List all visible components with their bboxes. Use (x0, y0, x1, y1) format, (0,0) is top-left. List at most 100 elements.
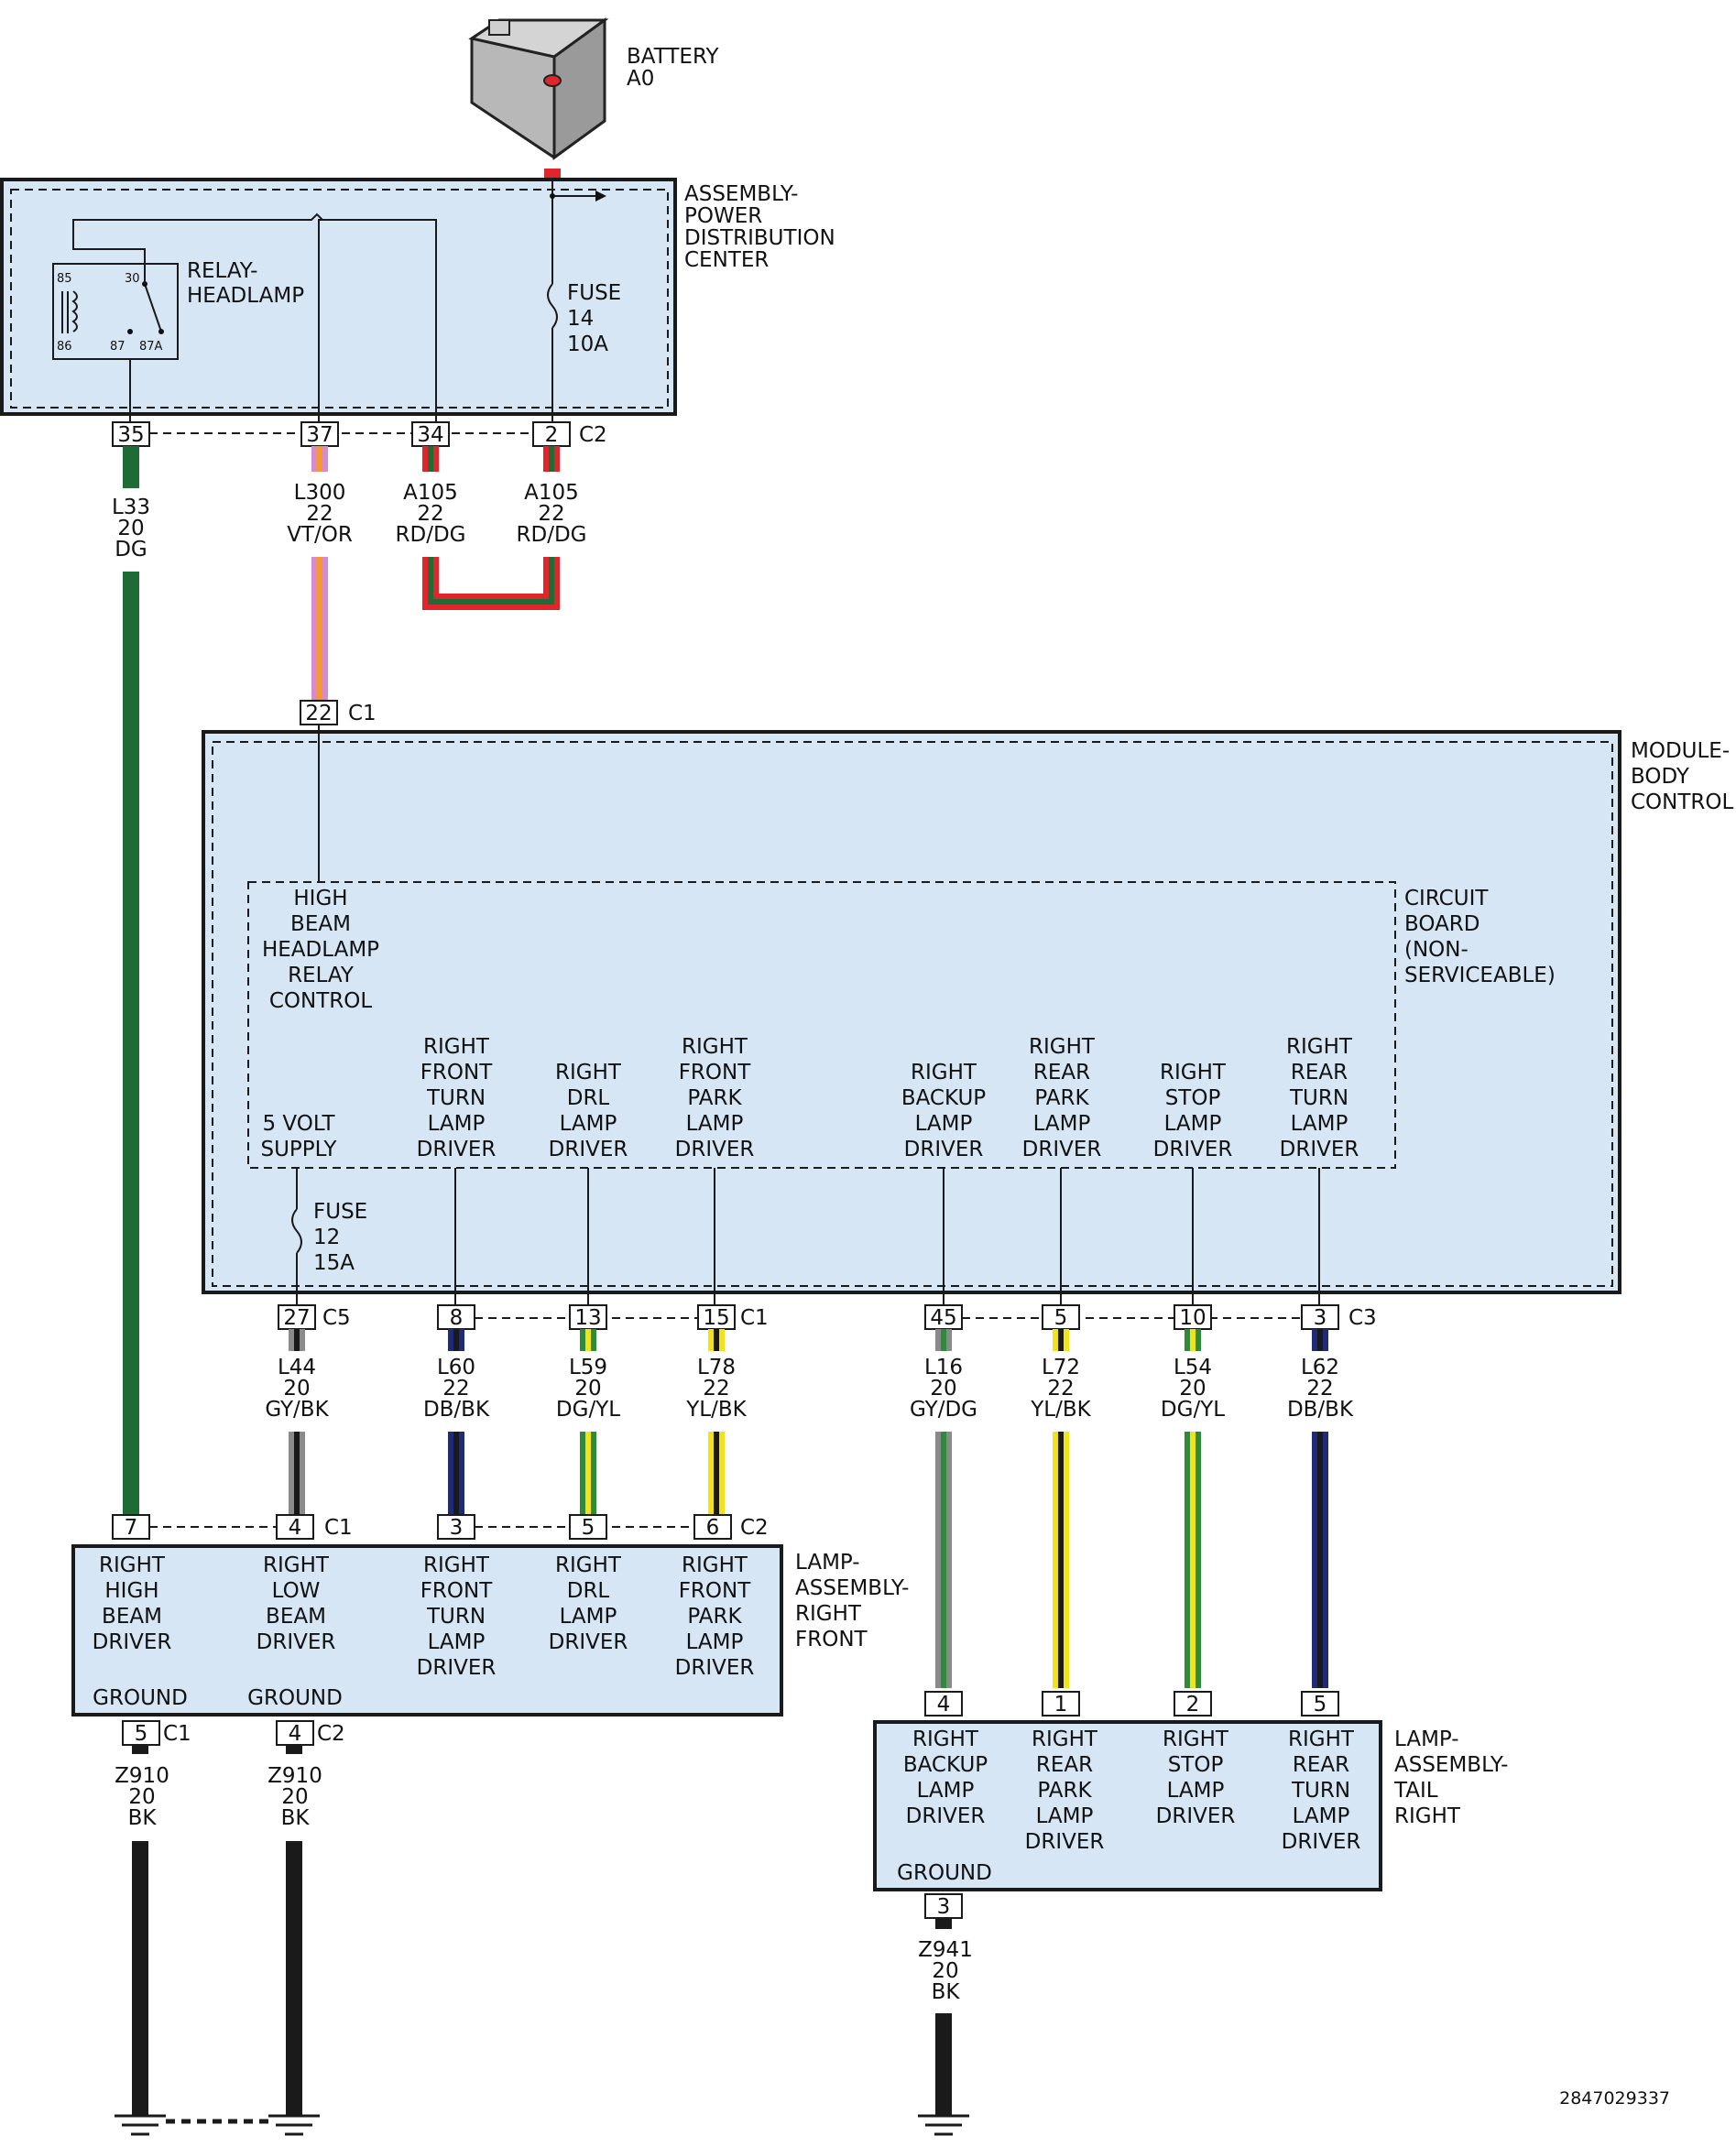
wire-l54-stub (1185, 1329, 1201, 1351)
wire-l78-gauge: 22 (703, 1377, 729, 1400)
wire-l59-circuit: L59 (569, 1356, 607, 1379)
svg-text:RIGHT: RIGHT (912, 1727, 979, 1751)
svg-text:RIGHT: RIGHT (1163, 1727, 1229, 1751)
wire-l59 (580, 1432, 596, 1521)
wire-z910-circuit: Z910 (115, 1764, 169, 1788)
svg-text:DRIVER: DRIVER (675, 1656, 755, 1680)
wire-l59-stub (580, 1329, 596, 1351)
wire-l62-color: DB/BK (1287, 1398, 1354, 1422)
front-label-turn: RIGHT FRONT TURN LAMP DRIVER (417, 1553, 497, 1680)
svg-text:DRIVER: DRIVER (93, 1630, 172, 1654)
svg-text:LAMP: LAMP (428, 1630, 486, 1654)
bcm-connector-c5: C5 (322, 1306, 351, 1330)
front-connector-c1: C1 (324, 1516, 353, 1540)
ground-icon (918, 2114, 969, 2136)
svg-text:6: 6 (706, 1516, 720, 1540)
svg-text:LAMP: LAMP (917, 1779, 975, 1803)
bcm-pin-5: 5 (1042, 1304, 1080, 1330)
svg-text:3: 3 (937, 1895, 951, 1919)
svg-text:STOP: STOP (1165, 1086, 1221, 1110)
svg-text:22: 22 (305, 702, 332, 725)
svg-text:REAR: REAR (1033, 1061, 1090, 1084)
front-lamp-name-2: ASSEMBLY- (795, 1576, 909, 1600)
driver-front-park: RIGHT FRONT PARK LAMP DRIVER (675, 1035, 755, 1161)
front-label-low-beam: RIGHT LOW BEAM DRIVER (257, 1553, 336, 1654)
wire-l54-gauge: 20 (1179, 1377, 1206, 1400)
wire-z910-gauge: 20 (128, 1785, 155, 1809)
wire-l300-circuit: L300 (294, 481, 346, 505)
svg-text:PARK: PARK (1037, 1779, 1092, 1803)
wire-l59-gauge: 20 (574, 1377, 601, 1400)
svg-text:2: 2 (545, 423, 559, 447)
driver-drl: RIGHT DRL LAMP DRIVER (549, 1061, 628, 1161)
svg-text:DRIVER: DRIVER (1025, 1830, 1105, 1854)
wire-l44 (289, 1432, 305, 1521)
tail-pin-1: 1 (1042, 1691, 1080, 1717)
front-ground-label-1: GROUND (93, 1686, 188, 1710)
wire-l59-color: DG/YL (556, 1398, 620, 1422)
wire-l16-stub (935, 1329, 952, 1351)
front-ground-label-2: GROUND (247, 1686, 343, 1710)
wire-l72-stub (1053, 1329, 1069, 1351)
svg-text:RIGHT: RIGHT (1288, 1727, 1355, 1751)
tail-lamp-name-2: ASSEMBLY- (1394, 1753, 1508, 1777)
wire-l300 (311, 557, 328, 703)
pdc-name-2: POWER (684, 204, 762, 228)
wire-z941-circuit: Z941 (918, 1938, 973, 1962)
svg-text:BACKUP: BACKUP (903, 1753, 988, 1777)
svg-text:RIGHT: RIGHT (263, 1553, 330, 1577)
svg-text:PARK: PARK (687, 1086, 742, 1110)
relay-box (52, 263, 179, 360)
pin-22: 22 (300, 700, 338, 725)
driver-rear-park: RIGHT REAR PARK LAMP DRIVER (1022, 1035, 1102, 1161)
svg-text:DRIVER: DRIVER (417, 1656, 497, 1680)
svg-text:PARK: PARK (1034, 1086, 1089, 1110)
wire-l54-color: DG/YL (1161, 1398, 1225, 1422)
front-label-park: RIGHT FRONT PARK LAMP DRIVER (675, 1553, 755, 1680)
fuse-14-number: 14 (567, 307, 594, 331)
wire-l72 (1053, 1432, 1069, 1688)
wire-l62-gauge: 22 (1306, 1377, 1333, 1400)
driver-backup: RIGHT BACKUP LAMP DRIVER (901, 1061, 986, 1161)
svg-text:LAMP: LAMP (1291, 1112, 1348, 1136)
svg-text:LOW: LOW (272, 1579, 321, 1603)
wire-l54-circuit: L54 (1174, 1356, 1212, 1379)
tail-ground-label: GROUND (897, 1861, 992, 1885)
svg-text:FRONT: FRONT (679, 1061, 752, 1084)
front-connector-c2: C2 (740, 1516, 769, 1540)
bcm-pin-10: 10 (1174, 1304, 1212, 1330)
relay-pin-86: 86 (57, 340, 72, 354)
fuse-12-rating: 15A (313, 1251, 355, 1275)
svg-text:DRL: DRL (567, 1086, 610, 1110)
wire-a105-circuit: A105 (403, 481, 458, 505)
svg-text:DRIVER: DRIVER (417, 1138, 497, 1161)
bcm-connector-c1: C1 (740, 1306, 769, 1330)
power-distribution-center: 85 86 30 87 87A RELAY- HEADLAMP FUSE 14 … (0, 178, 677, 426)
svg-text:DRIVER: DRIVER (1156, 1804, 1236, 1828)
supply-label: 5 VOLT SUPPLY (261, 1112, 338, 1161)
svg-text:7: 7 (125, 1516, 138, 1540)
wire-l33-stub (123, 446, 139, 488)
svg-text:BEAM: BEAM (266, 1605, 326, 1629)
tail-pin-2: 2 (1174, 1691, 1212, 1717)
ground-icon (115, 2114, 166, 2136)
board-label-1: CIRCUIT (1404, 887, 1489, 910)
svg-text:DRIVER: DRIVER (904, 1138, 984, 1161)
svg-text:TURN: TURN (426, 1605, 486, 1629)
front-pin-7: 7 (112, 1514, 150, 1540)
svg-text:RIGHT: RIGHT (99, 1553, 166, 1577)
bcm-pin-3: 3 (1301, 1304, 1339, 1330)
front-pin-5: 5 (569, 1514, 607, 1540)
svg-text:DRIVER: DRIVER (1022, 1138, 1102, 1161)
wire-z910b-gauge: 20 (281, 1785, 308, 1809)
wire-l300-color: VT/OR (287, 523, 353, 547)
wire-l62-circuit: L62 (1301, 1356, 1339, 1379)
svg-text:13: 13 (574, 1306, 601, 1330)
wire-a105-loop (422, 557, 560, 610)
svg-text:DRIVER: DRIVER (1280, 1138, 1359, 1161)
wire-z941-gauge: 20 (932, 1959, 958, 1983)
wire-a105-stub-2 (543, 446, 560, 472)
fuse-12-icon (291, 1208, 302, 1254)
wire-a105b-circuit: A105 (524, 481, 579, 505)
svg-text:DRIVER: DRIVER (1153, 1138, 1233, 1161)
